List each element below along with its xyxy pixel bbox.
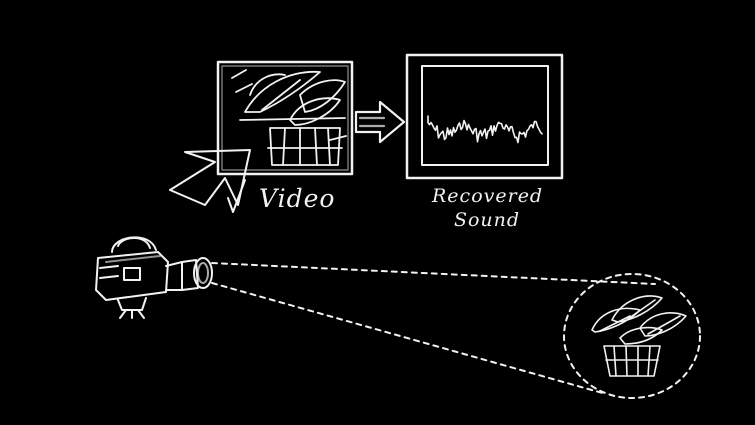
- cursor-arrow-icon: [169, 149, 251, 213]
- zoomed-plant-circle: [563, 273, 701, 399]
- video-label: Video: [259, 184, 336, 213]
- waveform-icon: [427, 115, 543, 144]
- video-frame: [216, 60, 354, 176]
- plant-icon: [231, 69, 347, 166]
- arrow-icon: [354, 100, 406, 144]
- plant-icon: [591, 295, 687, 377]
- recovered-sound-label: Recovered Sound: [432, 184, 542, 232]
- camera-view-lines: [211, 262, 656, 395]
- video-camera-icon: [95, 236, 213, 319]
- recovered-label-line2: Sound: [453, 209, 521, 231]
- recovered-label-line1: Recovered: [432, 185, 544, 207]
- recovered-sound-frame: [405, 53, 564, 180]
